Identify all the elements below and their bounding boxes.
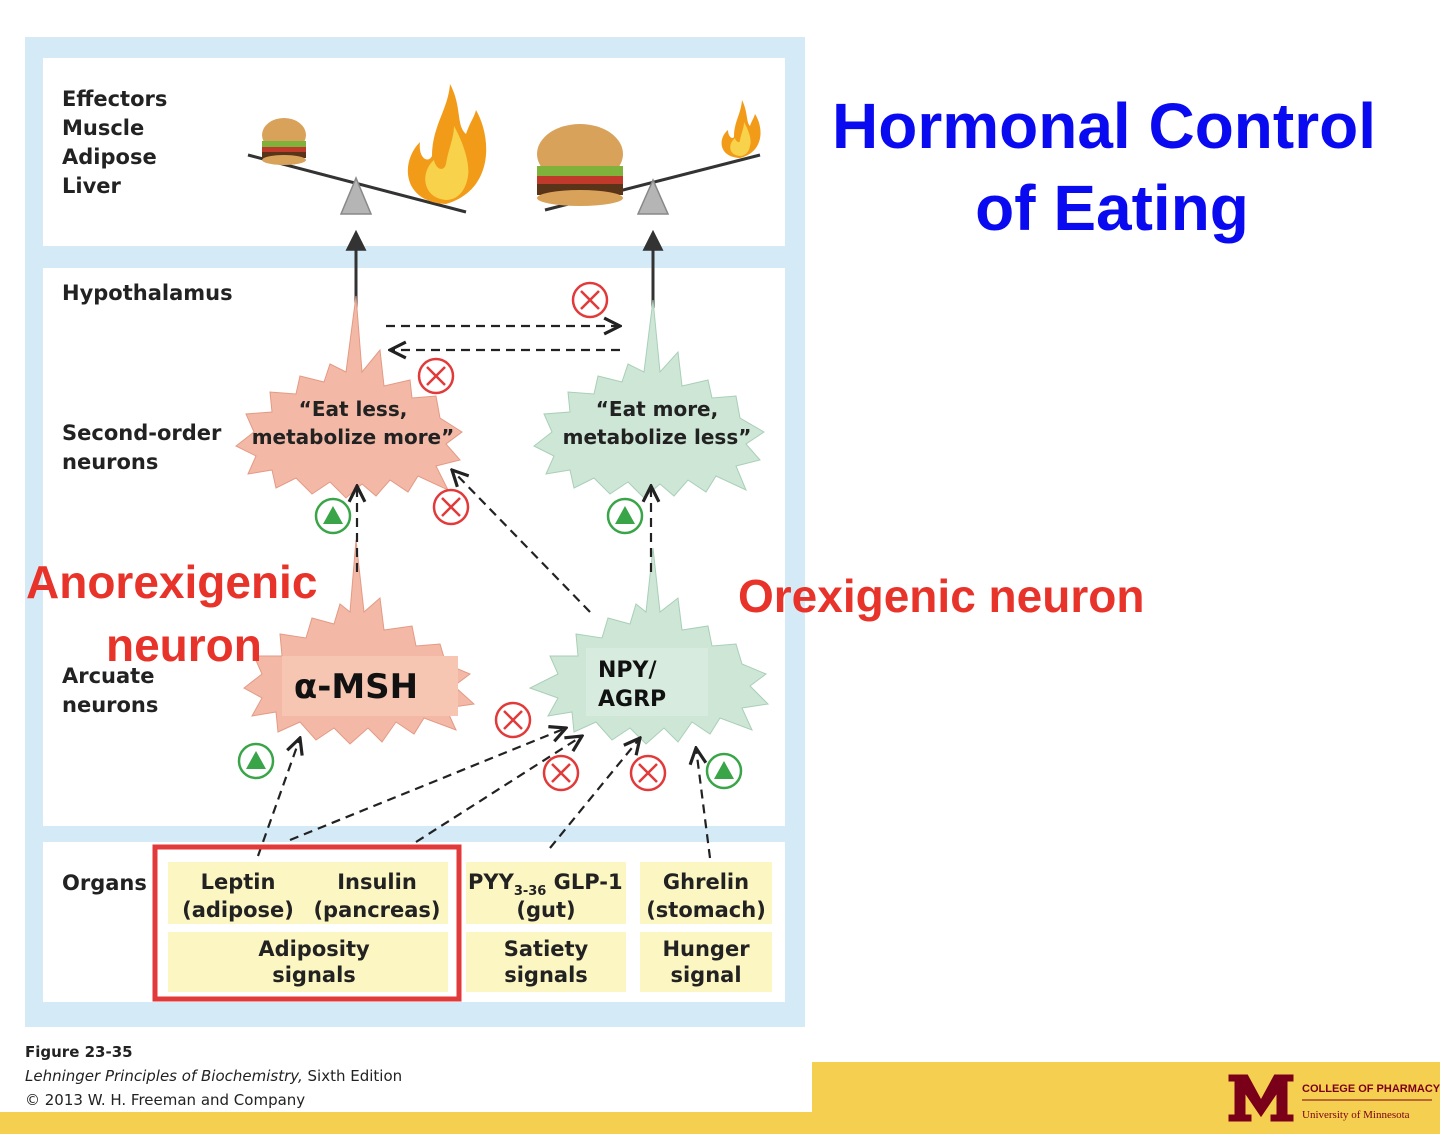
agrp-text: AGRP [598, 687, 666, 712]
pyy-label: PYY3-36 GLP-1 [468, 870, 623, 899]
university-name: University of Minnesota [1302, 1109, 1410, 1121]
caption-area [0, 1030, 812, 1112]
insulin-source: (pancreas) [313, 898, 440, 922]
leptin-to-npy-arrow [289, 728, 566, 842]
hypothalamus-panel [43, 268, 785, 826]
eat-less-text-2: metabolize more” [252, 425, 455, 449]
inhibit-icon [494, 701, 532, 739]
inhibit-icon [542, 754, 580, 792]
slide-title: Hormonal Control of Eating [832, 90, 1376, 244]
hunger-label-1: Hunger [662, 937, 750, 961]
organs-label: Organs [62, 871, 147, 895]
satiety-box: PYY3-36 GLP-1 (gut) Satiety signals [466, 862, 626, 992]
svg-text:Second-order: Second-order [62, 421, 222, 445]
adiposity-label-2: signals [272, 963, 356, 987]
orexigenic-annotation: Orexigenic neuron [738, 570, 1144, 622]
svg-text:Liver: Liver [62, 174, 122, 198]
insulin-to-npy-arrow [415, 736, 582, 843]
arcuate-label: Arcuate neurons [62, 664, 158, 717]
leptin-to-alpha-msh-arrow [256, 738, 300, 857]
inhibit-icon [629, 754, 667, 792]
inhibit-icon [571, 281, 609, 319]
satiety-label-2: signals [504, 963, 588, 987]
insulin-label: Insulin [337, 870, 417, 894]
balance-right [537, 100, 761, 215]
hunger-box: Ghrelin (stomach) Hunger signal [640, 862, 772, 992]
stimulate-icon [237, 742, 275, 780]
neuron-alpha-msh: α-MSH [243, 539, 476, 745]
ghrelin-label: Ghrelin [663, 870, 749, 894]
svg-text:neurons: neurons [62, 450, 158, 474]
svg-text:Hormonal Control: Hormonal Control [832, 90, 1376, 162]
svg-text:Muscle: Muscle [62, 116, 144, 140]
stimulate-icon [314, 497, 352, 535]
inhibit-icon [417, 357, 455, 395]
umn-logo: COLLEGE OF PHARMACY University of Minnes… [1227, 1073, 1440, 1123]
effectors-label: Effectors Muscle Adipose Liver [62, 87, 167, 198]
alpha-msh-text: α-MSH [294, 667, 418, 707]
svg-text:neurons: neurons [62, 693, 158, 717]
svg-text:Adipose: Adipose [62, 145, 157, 169]
eat-more-text-1: “Eat more, [596, 397, 718, 421]
fulcrum-icon [339, 176, 373, 215]
hunger-label-2: signal [670, 963, 741, 987]
anorexigenic-annotation: Anorexigenic neuron [26, 556, 317, 671]
leptin-source: (adipose) [182, 898, 294, 922]
adiposity-label-1: Adiposity [258, 937, 370, 961]
svg-text:Anorexigenic: Anorexigenic [26, 556, 317, 608]
adiposity-box: Leptin (adipose) Insulin (pancreas) Adip… [168, 862, 448, 992]
flame-icon [721, 100, 761, 158]
second-order-label: Second-order neurons [62, 421, 222, 474]
block-m-icon [1227, 1073, 1295, 1123]
balance-left [247, 84, 487, 215]
npy-agrp-box [586, 648, 708, 716]
svg-text:Effectors: Effectors [62, 87, 167, 111]
burger-icon [537, 124, 623, 206]
satiety-label-1: Satiety [504, 937, 589, 961]
neuron-eat-more: “Eat more, metabolize less” [533, 299, 765, 499]
stimulate-icon [606, 497, 644, 535]
leptin-label: Leptin [201, 870, 276, 894]
alpha-msh-box [282, 656, 458, 716]
pyy-to-npy-arrow [549, 738, 640, 849]
npy-text: NPY/ [598, 658, 657, 683]
burger-icon [262, 118, 306, 165]
gut-source: (gut) [516, 898, 575, 922]
figure-number: Figure 23-35 [25, 1043, 133, 1061]
inhibit-icon [432, 488, 470, 526]
book-citation: Lehninger Principles of Biochemistry, Si… [25, 1067, 402, 1085]
neuron-npy-agrp: NPY/ AGRP [528, 547, 770, 745]
copyright: © 2013 W. H. Freeman and Company [25, 1091, 305, 1109]
ghrelin-source: (stomach) [646, 898, 766, 922]
hypothalamus-label: Hypothalamus [62, 281, 233, 305]
svg-text:neuron: neuron [106, 619, 262, 671]
npy-to-eat-less-arrow [452, 470, 591, 613]
eat-more-text-2: metabolize less” [563, 425, 752, 449]
neuron-eat-less: “Eat less, metabolize more” [235, 295, 463, 499]
figure-caption: Figure 23-35 Lehninger Principles of Bio… [25, 1043, 402, 1109]
flame-icon [407, 84, 487, 204]
eat-less-text-1: “Eat less, [299, 397, 408, 421]
svg-text:Arcuate: Arcuate [62, 664, 154, 688]
adiposity-highlight-box [152, 844, 462, 1002]
svg-text:of Eating: of Eating [975, 172, 1249, 244]
college-name: COLLEGE OF PHARMACY [1302, 1083, 1440, 1095]
stimulate-icon [705, 752, 743, 790]
fulcrum-icon [636, 178, 670, 215]
ghrelin-to-npy-arrow [696, 748, 712, 859]
